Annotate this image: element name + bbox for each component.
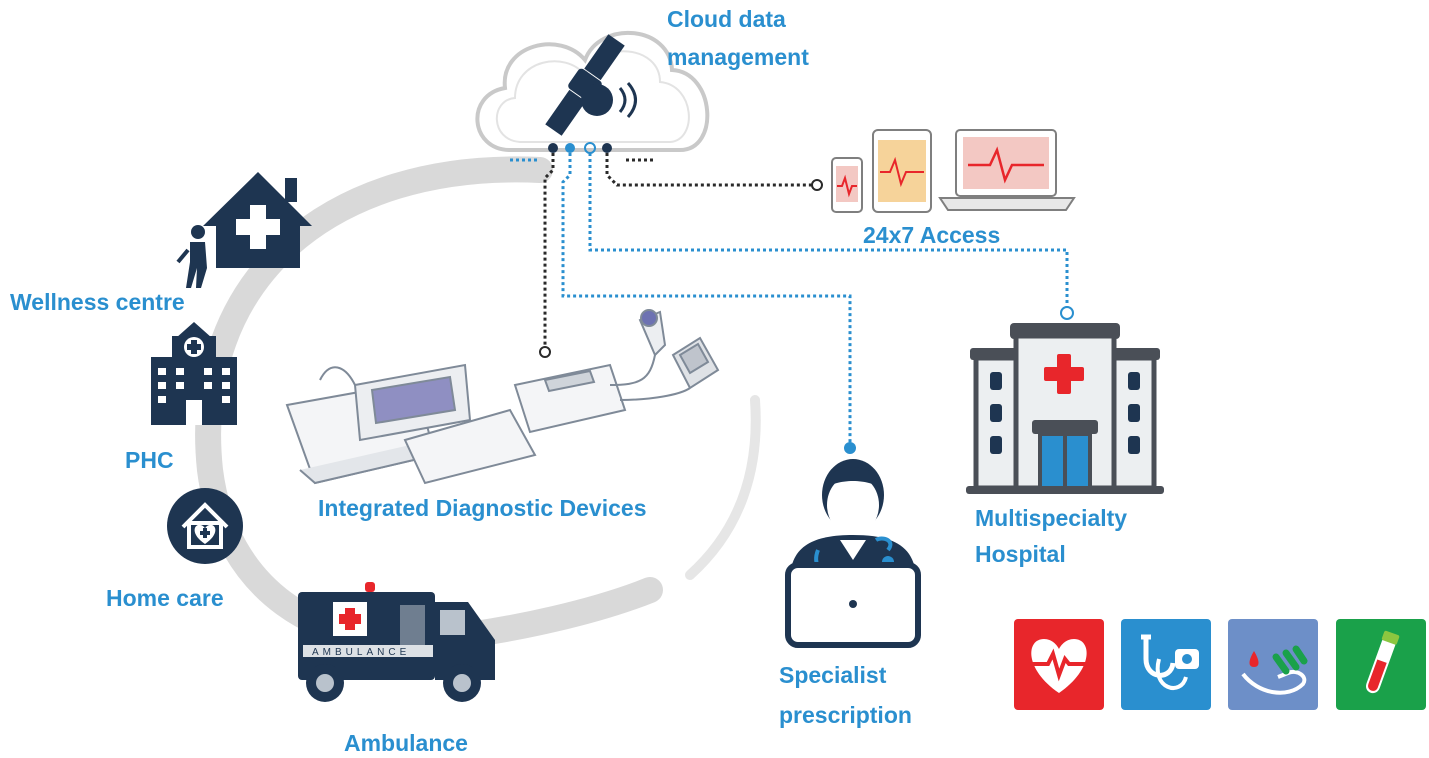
homecare-label: Home care [106,585,224,611]
specialist-label-line1: Specialist [779,662,887,688]
specialist-label-line2: prescription [779,702,912,728]
heart-rate-icon [1031,639,1087,693]
doctor-laptop-icon [785,459,921,648]
test-tube-icon [1365,630,1400,694]
cloud-satellite-icon [475,30,710,162]
heart-rate-tile [1014,619,1104,710]
hospital-label-line2: Hospital [975,541,1066,567]
home-care-icon [167,488,243,564]
devices-label: Integrated Diagnostic Devices [318,495,647,521]
glucose-tile [1228,619,1318,710]
phc-building-icon [151,322,237,425]
access-label: 24x7 Access [863,222,1001,248]
ambulance-label: Ambulance [344,730,468,756]
test-tube-tile [1336,619,1426,710]
wellness-label: Wellness centre [10,289,185,315]
phc-label: PHC [125,447,174,473]
cloud-label-line2: management [667,44,809,70]
stethoscope-tile [1121,619,1211,710]
diagnostic-devices-icon [285,309,720,485]
care-cycle-arc-right [685,395,761,580]
connector-lines [543,153,1069,445]
ambulance-icon: AMBULANCE [298,582,495,702]
svg-text:AMBULANCE: AMBULANCE [312,647,410,658]
hospital-label-line1: Multispecialty [975,505,1128,531]
laptop-icon [938,129,1076,211]
phone-icon [831,157,863,213]
cloud-label-line1: Cloud data [667,6,786,32]
stethoscope-icon [1141,634,1199,690]
wellness-house-icon [176,172,312,288]
care-cycle-arc [195,156,663,654]
glucose-test-icon [1241,645,1308,695]
hospital-icon [966,323,1164,494]
tablet-icon [872,129,932,213]
